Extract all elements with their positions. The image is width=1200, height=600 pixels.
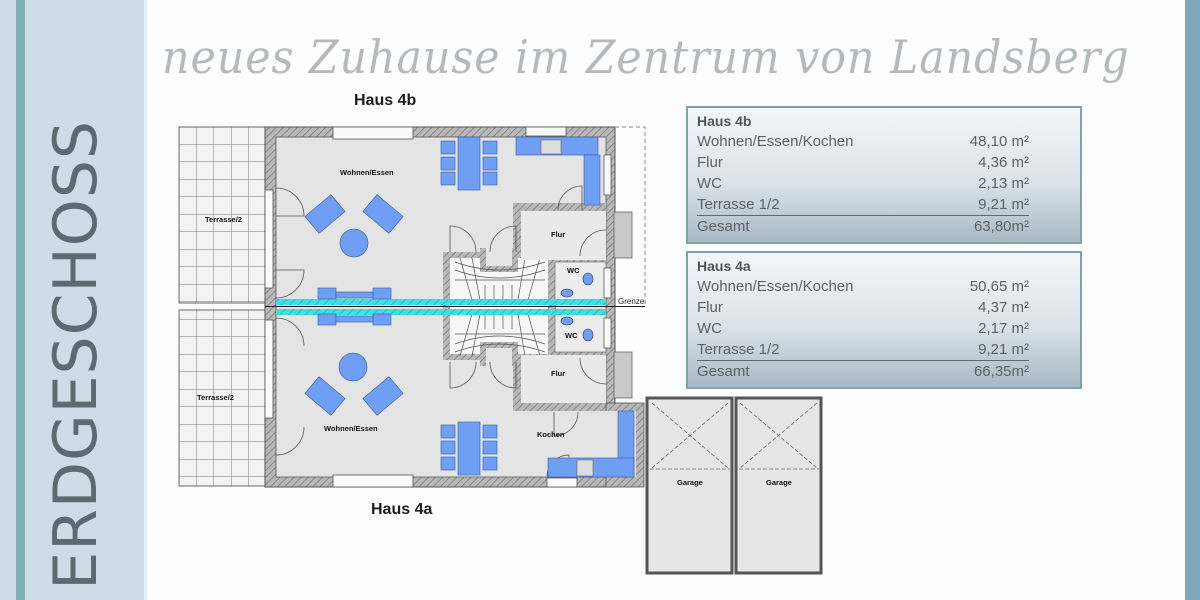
- hall-top-label: Flur: [551, 230, 565, 239]
- left-accent-stripe: [16, 0, 25, 600]
- area-row: Flur 4,37 m²: [697, 297, 1029, 318]
- house-4b-label: Haus 4b: [354, 92, 417, 109]
- area-value: 66,35m²: [973, 363, 1029, 380]
- area-table-title: Haus 4b: [697, 113, 752, 129]
- area-value: 63,80m²: [973, 218, 1029, 235]
- area-label: Terrasse 1/2: [697, 341, 780, 358]
- hall-bottom-label: Flur: [551, 369, 565, 378]
- area-value: 9,21 m²: [978, 341, 1029, 358]
- area-label: Flur: [697, 154, 723, 171]
- wc-top-label: WC: [567, 266, 580, 275]
- area-row: Wohnen/Essen/Kochen 50,65 m²: [697, 276, 1029, 297]
- area-value: 4,37 m²: [978, 299, 1029, 316]
- area-row: WC 2,17 m²: [697, 318, 1029, 339]
- area-value: 50,65 m²: [969, 278, 1029, 295]
- area-label: WC: [697, 175, 722, 192]
- area-row: WC 2,13 m²: [697, 173, 1029, 194]
- floor-plan: Terrasse/2 Terrasse/2 Wohnen/Essen Wohne…: [178, 126, 823, 575]
- terrace-bottom-label: Terrasse/2: [197, 393, 234, 402]
- left-band-edge: [144, 0, 147, 600]
- area-row: Wohnen/Essen/Kochen 48,10 m²: [697, 131, 1029, 152]
- garage-right-label: Garage: [766, 478, 792, 487]
- area-label: Terrasse 1/2: [697, 196, 780, 213]
- house-4a-label: Haus 4a: [371, 501, 433, 518]
- terrace-bottom: [178, 309, 266, 487]
- terrace-top-label: Terrasse/2: [205, 215, 242, 224]
- area-row: Terrasse 1/2 9,21 m²: [697, 194, 1029, 216]
- boundary-label: Grenze: [618, 297, 645, 306]
- left-side-band: ERDGESCHOSS: [0, 0, 147, 600]
- area-value: 9,21 m²: [978, 196, 1029, 213]
- area-label: Gesamt: [697, 218, 750, 235]
- area-row: Terrasse 1/2 9,21 m²: [697, 339, 1029, 361]
- furniture-bottom: [304, 313, 635, 478]
- area-value: 2,17 m²: [978, 320, 1029, 337]
- area-total-row: Gesamt 63,80m²: [697, 216, 1029, 237]
- headline: neues Zuhause im Zentrum von Landsberg: [162, 30, 1130, 84]
- area-value: 48,10 m²: [969, 133, 1029, 150]
- area-label: Flur: [697, 299, 723, 316]
- area-label: Gesamt: [697, 363, 750, 380]
- garages: [645, 396, 823, 575]
- area-value: 4,36 m²: [978, 154, 1029, 171]
- floor-title: ERDGESCHOSS: [41, 120, 111, 590]
- area-total-row: Gesamt 66,35m²: [697, 361, 1029, 382]
- right-side-band: [1185, 0, 1200, 600]
- wc-bottom-label: WC: [565, 331, 578, 340]
- living-top-label: Wohnen/Essen: [340, 168, 394, 177]
- kitchen-bottom-label: Kochen: [537, 430, 565, 439]
- area-label: Wohnen/Essen/Kochen: [697, 278, 854, 295]
- area-table-haus-4b: Haus 4b Wohnen/Essen/Kochen 48,10 m² Flur…: [686, 106, 1082, 244]
- area-table-haus-4a: Haus 4a Wohnen/Essen/Kochen 50,65 m² Flur…: [686, 251, 1082, 389]
- area-value: 2,13 m²: [978, 175, 1029, 192]
- area-label: WC: [697, 320, 722, 337]
- area-table-title: Haus 4a: [697, 258, 751, 274]
- living-bottom-label: Wohnen/Essen: [324, 424, 378, 433]
- area-row: Flur 4,36 m²: [697, 152, 1029, 173]
- furniture-top: [304, 136, 601, 300]
- garage-left-label: Garage: [677, 478, 703, 487]
- party-wall: [265, 299, 645, 315]
- area-label: Wohnen/Essen/Kochen: [697, 133, 854, 150]
